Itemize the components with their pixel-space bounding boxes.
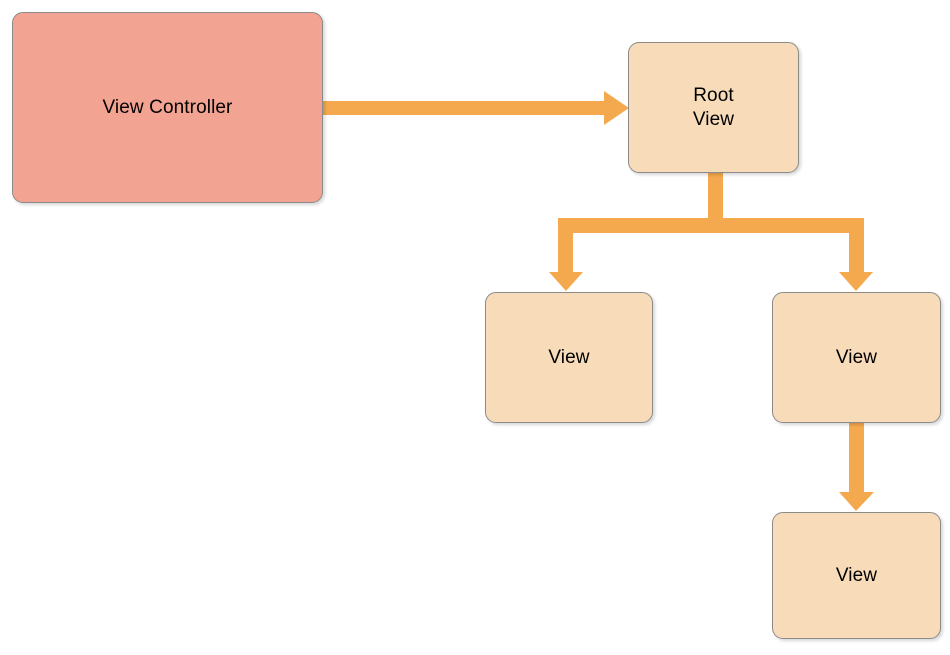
node-root-view-label: Root View: [692, 85, 735, 130]
node-root-view[interactable]: Root View: [628, 42, 799, 173]
arrow-controller-to-root: [320, 91, 629, 125]
arrow-root-branch-bar: [708, 172, 723, 218]
node-view-right[interactable]: View: [772, 292, 941, 423]
arrow-root-to-view-right: [839, 233, 873, 291]
arrow-root-to-view-left: [549, 233, 583, 291]
node-view-bottom-label: View: [835, 564, 878, 586]
node-view-left[interactable]: View: [485, 292, 653, 423]
arrow-view-right-to-view-bottom: [839, 423, 874, 511]
node-view-controller-label: View Controller: [102, 96, 233, 118]
node-view-controller[interactable]: View Controller: [12, 12, 323, 203]
node-view-right-label: View: [835, 346, 878, 368]
node-view-bottom[interactable]: View: [772, 512, 941, 639]
node-view-left-label: View: [548, 346, 590, 368]
arrow-root-branch-crossbar: [558, 218, 864, 233]
